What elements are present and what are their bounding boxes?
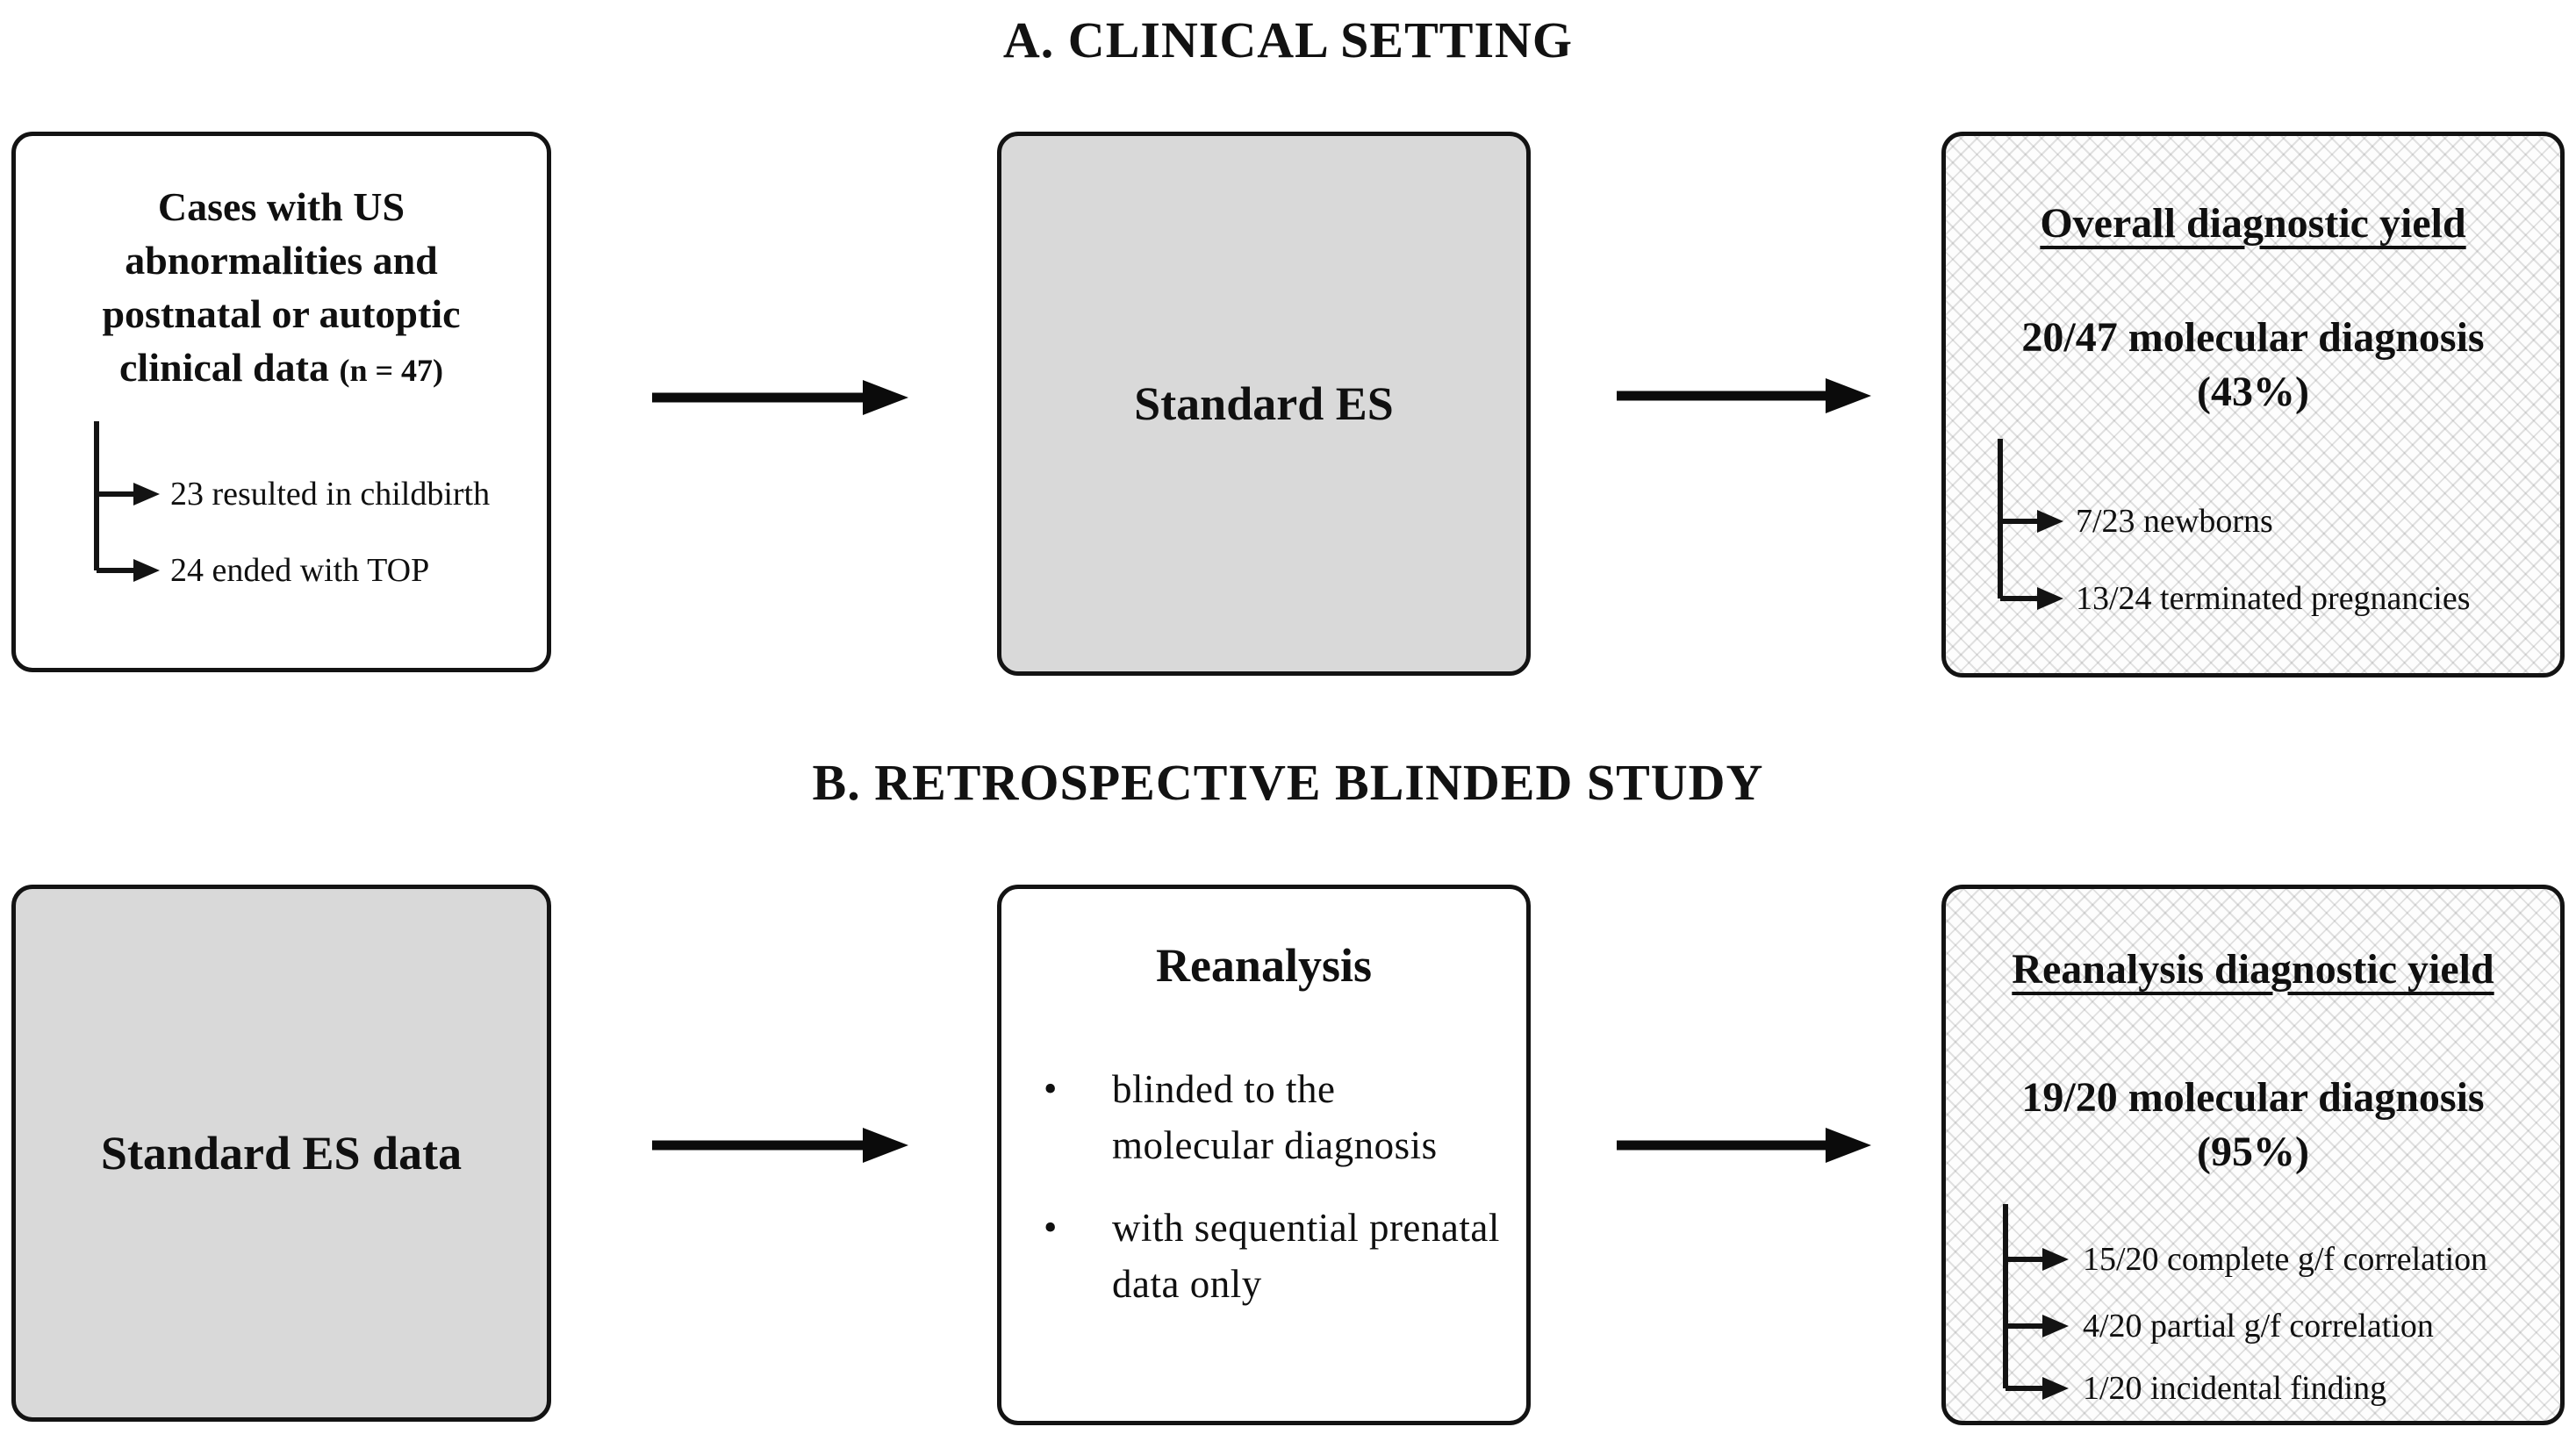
- cases-heading-last: clinical data: [119, 345, 329, 390]
- cases-heading-line: Cases with US: [157, 184, 405, 229]
- branch-label: 4/20 partial g/f correlation: [2083, 1308, 2434, 1344]
- bullet-text: blinded to the molecular diagnosis: [1112, 1067, 1438, 1167]
- branch-arrowhead-icon: [2042, 1377, 2069, 1400]
- overall-yield-percent: (43%): [2197, 369, 2309, 415]
- flow-arrow-icon: [652, 380, 908, 415]
- flow-arrow-icon: [1617, 378, 1871, 413]
- section-b-title: B. RETROSPECTIVE BLINDED STUDY: [812, 754, 1764, 811]
- reanalysis-yield-percent: (95%): [2197, 1129, 2309, 1175]
- overall-yield-box: Overall diagnostic yield 20/47 molecular…: [1941, 132, 2565, 678]
- bullet-item: with sequential prenatal data only: [1044, 1200, 1500, 1312]
- branch-label: 13/24 terminated pregnancies: [2076, 580, 2471, 617]
- flow-arrow-icon: [652, 1128, 908, 1163]
- reanalysis-box: Reanalysis blinded to the molecular diag…: [997, 885, 1531, 1425]
- bullet-dot-icon: [1044, 1061, 1112, 1173]
- branch-label: 24 ended with TOP: [170, 552, 430, 589]
- branch-connector-tree: [2003, 1204, 2069, 1400]
- section-a-title: A. CLINICAL SETTING: [1002, 11, 1574, 68]
- cases-heading-line: clinical data (n = 47): [16, 341, 547, 398]
- overall-yield-title: Overall diagnostic yield: [2040, 200, 2466, 247]
- branch-arrowhead-icon: [133, 483, 160, 505]
- standard-es-data-box: Standard ES data: [11, 885, 551, 1422]
- standard-es-box: Standard ES: [997, 132, 1531, 676]
- branch-arrowhead-icon: [2042, 1248, 2069, 1271]
- flow-arrow-icon: [1617, 1128, 1871, 1163]
- branch-arrowhead-icon: [2037, 510, 2063, 533]
- cases-heading-line: abnormalities and: [125, 238, 438, 283]
- branch-label: 7/23 newborns: [2076, 503, 2273, 540]
- bullet-dot-icon: [1044, 1200, 1112, 1312]
- branch-connector-tree: [94, 421, 160, 582]
- cases-box: Cases with US abnormalities and postnata…: [11, 132, 551, 672]
- overall-yield-summary: 20/47 molecular diagnosis: [2021, 314, 2485, 361]
- reanalysis-yield-title: Reanalysis diagnostic yield: [2012, 946, 2494, 993]
- standard-es-data-label: Standard ES data: [100, 1127, 463, 1179]
- cases-heading-line: postnatal or autoptic: [102, 291, 461, 336]
- branch-connector-tree: [1998, 439, 2063, 610]
- branch-arrowhead-icon: [2037, 587, 2063, 610]
- branch-arrowhead-icon: [133, 559, 160, 582]
- bullet-item: blinded to the molecular diagnosis: [1044, 1061, 1500, 1173]
- branch-label: 15/20 complete g/f correlation: [2083, 1241, 2488, 1278]
- n-count: (n = 47): [339, 353, 443, 388]
- branch-label: 23 resulted in childbirth: [170, 476, 491, 513]
- standard-es-label: Standard ES: [1134, 377, 1394, 430]
- branch-arrowhead-icon: [2042, 1315, 2069, 1337]
- cases-heading: Cases with US abnormalities and postnata…: [16, 180, 547, 398]
- branch-label: 1/20 incidental finding: [2083, 1370, 2387, 1407]
- reanalysis-yield-summary: 19/20 molecular diagnosis: [2021, 1074, 2485, 1121]
- reanalysis-yield-box: Reanalysis diagnostic yield 19/20 molecu…: [1941, 885, 2565, 1425]
- bullet-text: with sequential prenatal data only: [1112, 1206, 1500, 1306]
- reanalysis-bullet-list: blinded to the molecular diagnosis with …: [1044, 1061, 1500, 1338]
- reanalysis-title: Reanalysis: [1155, 939, 1373, 992]
